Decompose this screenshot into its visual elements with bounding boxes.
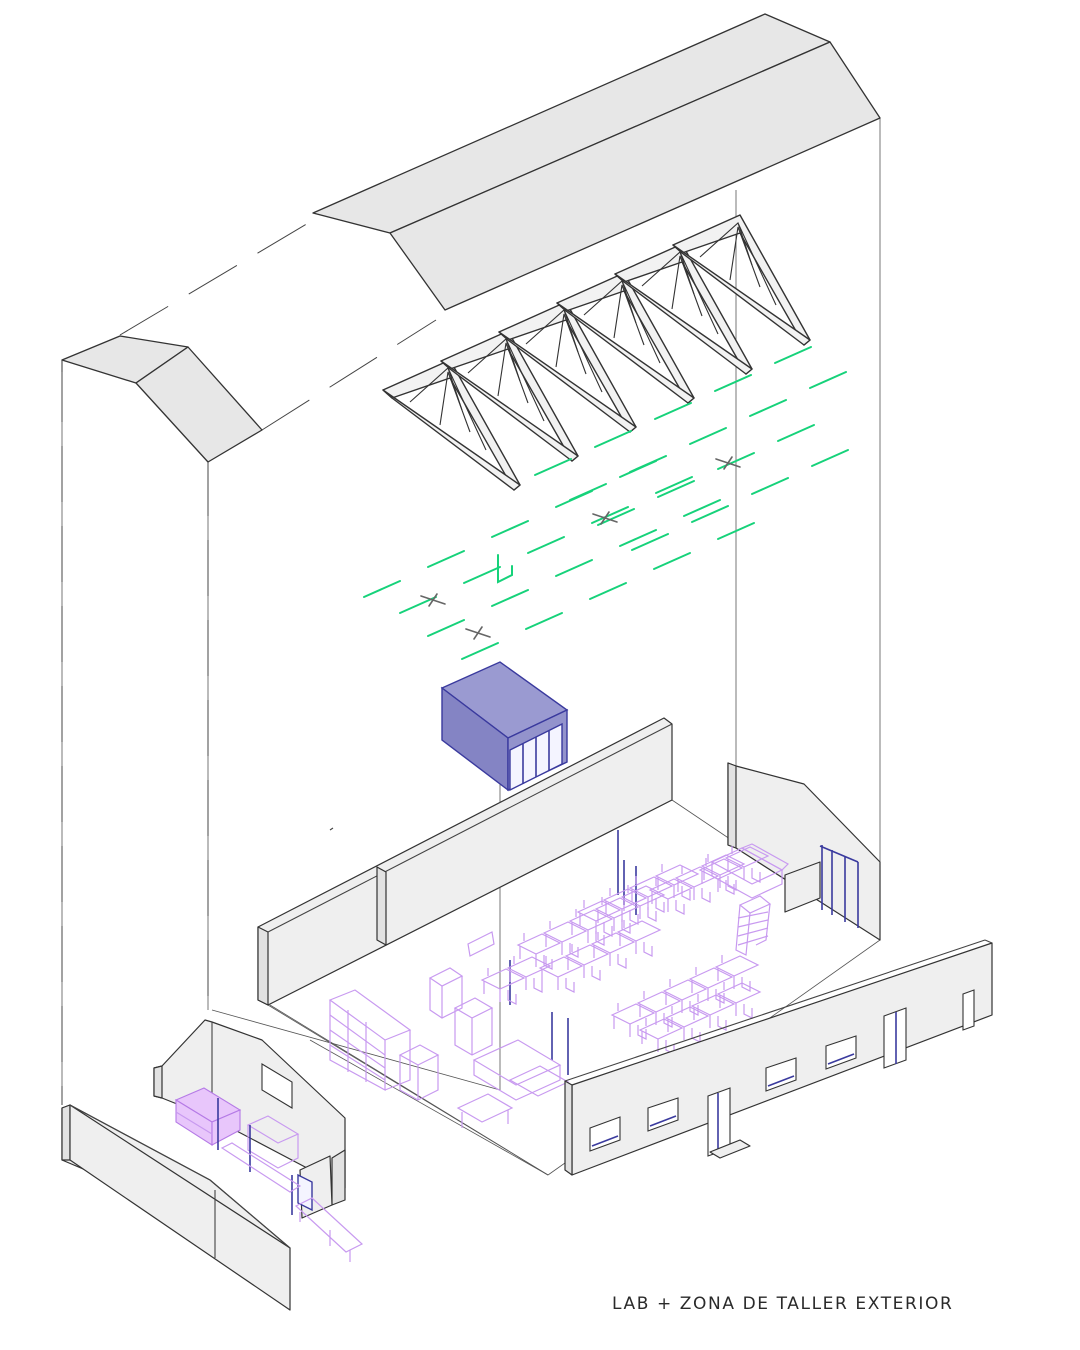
desk [616, 920, 662, 957]
light-strip [534, 458, 572, 476]
light-strip [749, 399, 787, 417]
desk [568, 909, 614, 946]
roof-truss [382, 359, 521, 491]
roof [61, 13, 881, 463]
light-strip [619, 529, 657, 547]
desk [480, 968, 526, 1005]
light-strip [654, 402, 692, 420]
light-strip [631, 533, 669, 551]
back-wall [257, 717, 673, 1006]
desk [648, 878, 694, 915]
light-strip [427, 619, 465, 637]
desk [674, 866, 720, 903]
ceiling-fan-icon [592, 511, 618, 525]
desk [690, 994, 736, 1031]
light-strip [589, 582, 627, 600]
lounge-sofa [710, 843, 789, 899]
building-outline [61, 118, 881, 1176]
light-strip [774, 346, 812, 364]
light-strip [569, 483, 607, 501]
lab-box [440, 661, 569, 792]
desk [628, 876, 674, 913]
roof-trusses [382, 214, 811, 491]
light-strip [714, 374, 752, 392]
ceiling-fan-icon [715, 456, 741, 470]
shelf-ladder [735, 895, 772, 956]
desk [590, 932, 636, 969]
light-strip [629, 455, 667, 473]
light-strip [363, 580, 401, 598]
ceiling-lights [363, 346, 849, 660]
light-strip [427, 550, 465, 568]
light-strip [655, 476, 693, 494]
light-strip [591, 506, 629, 524]
light-strip [751, 477, 789, 495]
light-strip [527, 536, 565, 554]
light-strip [653, 552, 691, 570]
furniture [328, 843, 789, 1128]
light-strip [463, 566, 501, 584]
desk [724, 846, 770, 883]
light-strip [777, 424, 815, 442]
light-strip [491, 589, 529, 607]
desk [506, 956, 552, 993]
light-strip [717, 452, 755, 470]
light-strip [657, 480, 695, 498]
light-strip [461, 642, 499, 660]
light-strip [689, 427, 727, 445]
desk [636, 991, 682, 1028]
light-strip [597, 508, 635, 526]
light-strip [811, 449, 849, 467]
desk [542, 921, 588, 958]
front-wall-windows [589, 989, 975, 1152]
desk [564, 944, 610, 981]
diagram-caption: LAB + ZONA DE TALLER EXTERIOR [612, 1294, 954, 1314]
ceiling-fan-icon [420, 593, 446, 607]
light-strip [717, 522, 755, 540]
ceiling-fan-icon [465, 626, 491, 640]
light-strip [594, 430, 632, 448]
desk [602, 888, 648, 925]
front-wall-doors [707, 1007, 907, 1159]
right-gable-wall [727, 762, 881, 941]
outdoor-workshop [61, 1019, 364, 1311]
desk [664, 1006, 710, 1043]
ceiling-fans [420, 456, 741, 640]
light-strip [691, 505, 729, 523]
light-strip [525, 612, 563, 630]
roof-truss [672, 214, 811, 346]
light-strip [555, 559, 593, 577]
light-strip [809, 371, 847, 389]
desk [576, 900, 622, 937]
light-bracket [497, 554, 513, 584]
desk [716, 982, 762, 1019]
front-wall [564, 939, 993, 1176]
desk [620, 885, 666, 922]
light-strip [683, 499, 721, 517]
light-strip [491, 520, 529, 538]
detail-tick [329, 827, 334, 831]
desk [538, 956, 584, 993]
